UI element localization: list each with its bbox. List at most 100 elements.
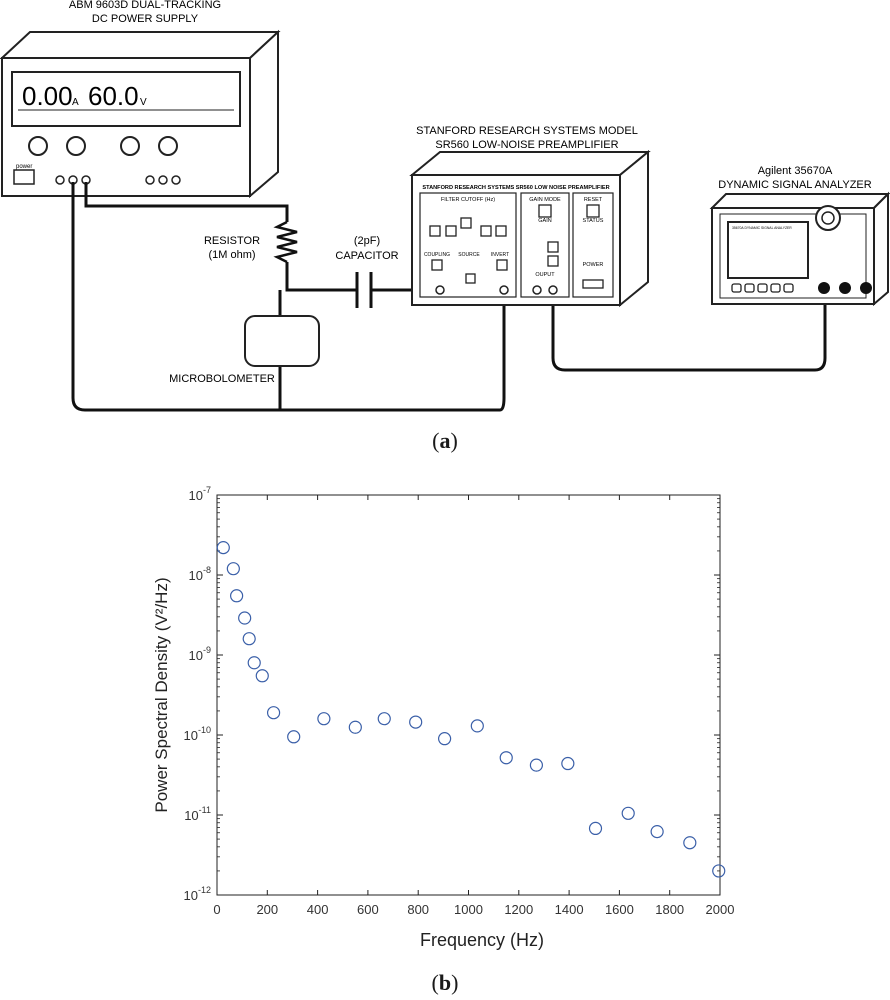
data-points xyxy=(216,541,726,878)
y-axis-ticks: 10-12 10-11 10-10 10-9 10-8 10-7 xyxy=(184,485,720,903)
x-tick-label: 400 xyxy=(307,902,329,917)
capacitor-label-1: (2pF) xyxy=(354,235,380,247)
terminal-1 xyxy=(55,175,65,185)
y-tick-label: 10-10 xyxy=(184,725,211,743)
data-point xyxy=(287,730,301,744)
x-tick-label: 1000 xyxy=(454,902,483,917)
voltage-unit: V xyxy=(140,97,147,108)
y-axis-label: Power Spectral Density (V²/Hz) xyxy=(152,577,171,812)
analyzer-screen-label: 35670A DYNAMIC SIGNAL ANALYZER xyxy=(732,226,792,230)
invert-label: INVERT xyxy=(491,252,509,258)
signal-analyzer: 35670A DYNAMIC SIGNAL ANALYZER xyxy=(709,191,890,307)
microbolometer-box xyxy=(244,315,320,367)
preamp-input-b xyxy=(499,285,509,295)
analyzer-screen xyxy=(727,221,809,279)
data-point xyxy=(470,719,484,733)
x-axis-ticks: 0 200 400 600 800 1000 1200 1400 1600 1800 2000 xyxy=(213,495,734,917)
power-switch xyxy=(13,169,35,185)
y-tick-label: 10-12 xyxy=(184,885,211,903)
current-unit: A xyxy=(72,97,79,108)
x-tick-label: 1200 xyxy=(504,902,533,917)
gain-mode-label: GAIN MODE xyxy=(529,197,561,203)
gain-label: GAIN xyxy=(538,218,551,224)
x-tick-label: 200 xyxy=(256,902,278,917)
y-tick-label: 10-11 xyxy=(184,805,211,823)
x-tick-label: 600 xyxy=(357,902,379,917)
current-readout: 0.00 xyxy=(22,81,73,111)
preamp-panel-title: STANFORD RESEARCH SYSTEMS SR560 LOW NOIS… xyxy=(422,185,609,191)
power-supply-title-1: ABM 9603D DUAL-TRACKING xyxy=(69,0,221,11)
data-point xyxy=(529,758,544,772)
caption-a: (a) xyxy=(432,428,458,453)
data-point xyxy=(238,611,252,625)
analyzer-title-2: DYNAMIC SIGNAL ANALYZER xyxy=(718,179,871,191)
data-point xyxy=(650,825,664,839)
source-label: SOURCE xyxy=(458,252,480,258)
data-point xyxy=(712,864,726,878)
filter-cutoff-label: FILTER CUTOFF (Hz) xyxy=(441,197,495,203)
power-label: POWER xyxy=(583,262,604,268)
preamp-input-a xyxy=(435,285,445,295)
preamp-output-a xyxy=(532,285,542,295)
resistor-symbol xyxy=(273,220,298,264)
x-tick-label: 800 xyxy=(407,902,429,917)
terminal-4 xyxy=(145,175,155,185)
knob-3 xyxy=(120,136,140,156)
x-tick-label: 1800 xyxy=(655,902,684,917)
data-point xyxy=(499,751,513,765)
data-point xyxy=(438,732,452,746)
preamplifier: STANFORD RESEARCH SYSTEMS SR560 LOW NOIS… xyxy=(409,149,651,308)
data-point xyxy=(255,669,269,683)
knob-4 xyxy=(158,136,178,156)
setup-diagram: ABM 9603D DUAL-TRACKING DC POWER SUPPLY … xyxy=(0,0,890,412)
y-tick-label: 10-9 xyxy=(189,645,211,663)
preamp-title-1: STANFORD RESEARCH SYSTEMS MODEL xyxy=(416,125,638,137)
x-tick-label: 1400 xyxy=(555,902,584,917)
x-tick-label: 2000 xyxy=(706,902,735,917)
y-tick-label: 10-8 xyxy=(189,565,211,583)
data-point xyxy=(683,836,697,850)
terminal-6 xyxy=(171,175,181,185)
plot-frame xyxy=(216,494,721,896)
data-point xyxy=(216,541,230,555)
analyzer-port-3 xyxy=(860,282,872,294)
analyzer-title-1: Agilent 35670A xyxy=(758,165,833,177)
knob-2 xyxy=(66,136,86,156)
preamp-title-2: SR560 LOW-NOISE PREAMPLIFIER xyxy=(435,139,618,151)
data-point xyxy=(588,821,603,835)
power-switch-label: power xyxy=(16,164,32,170)
data-point xyxy=(621,806,635,820)
analyzer-port-1 xyxy=(818,282,830,294)
data-point xyxy=(561,756,575,771)
x-tick-label: 0 xyxy=(213,902,220,917)
data-point xyxy=(348,720,362,734)
reset-label: RESET xyxy=(584,197,603,203)
caption-b: (b) xyxy=(431,970,459,995)
data-point xyxy=(409,715,423,729)
x-tick-label: 1600 xyxy=(605,902,634,917)
resistor-label-2: (1M ohm) xyxy=(208,249,255,261)
power-supply: 0.00 A 60.0 V power xyxy=(0,29,281,199)
coupling-label: COUPLING xyxy=(424,252,450,258)
x-axis-label: Frequency (Hz) xyxy=(420,930,544,950)
wires xyxy=(71,182,827,412)
status-label: STATUS xyxy=(583,218,604,224)
data-point xyxy=(317,712,331,726)
data-point xyxy=(377,712,391,726)
preamp-output-b xyxy=(548,285,558,295)
psd-chart: 10-12 10-11 10-10 10-9 10-8 10-7 0 200 400 600 80… xyxy=(152,485,734,950)
resistor-label-1: RESISTOR xyxy=(204,235,260,247)
voltage-readout: 60.0 xyxy=(88,81,139,111)
power-supply-title-2: DC POWER SUPPLY xyxy=(92,13,199,25)
microbolometer-label: MICROBOLOMETER xyxy=(169,373,275,385)
data-point xyxy=(230,589,244,603)
data-point xyxy=(226,562,240,576)
analyzer-port-2 xyxy=(839,282,851,294)
terminal-5 xyxy=(158,175,168,185)
capacitor-label-2: CAPACITOR xyxy=(335,250,398,262)
data-point xyxy=(247,656,261,670)
knob-1 xyxy=(28,136,48,156)
y-tick-label: 10-7 xyxy=(189,485,211,503)
output-label: OUPUT xyxy=(535,272,555,278)
data-point xyxy=(242,632,256,646)
